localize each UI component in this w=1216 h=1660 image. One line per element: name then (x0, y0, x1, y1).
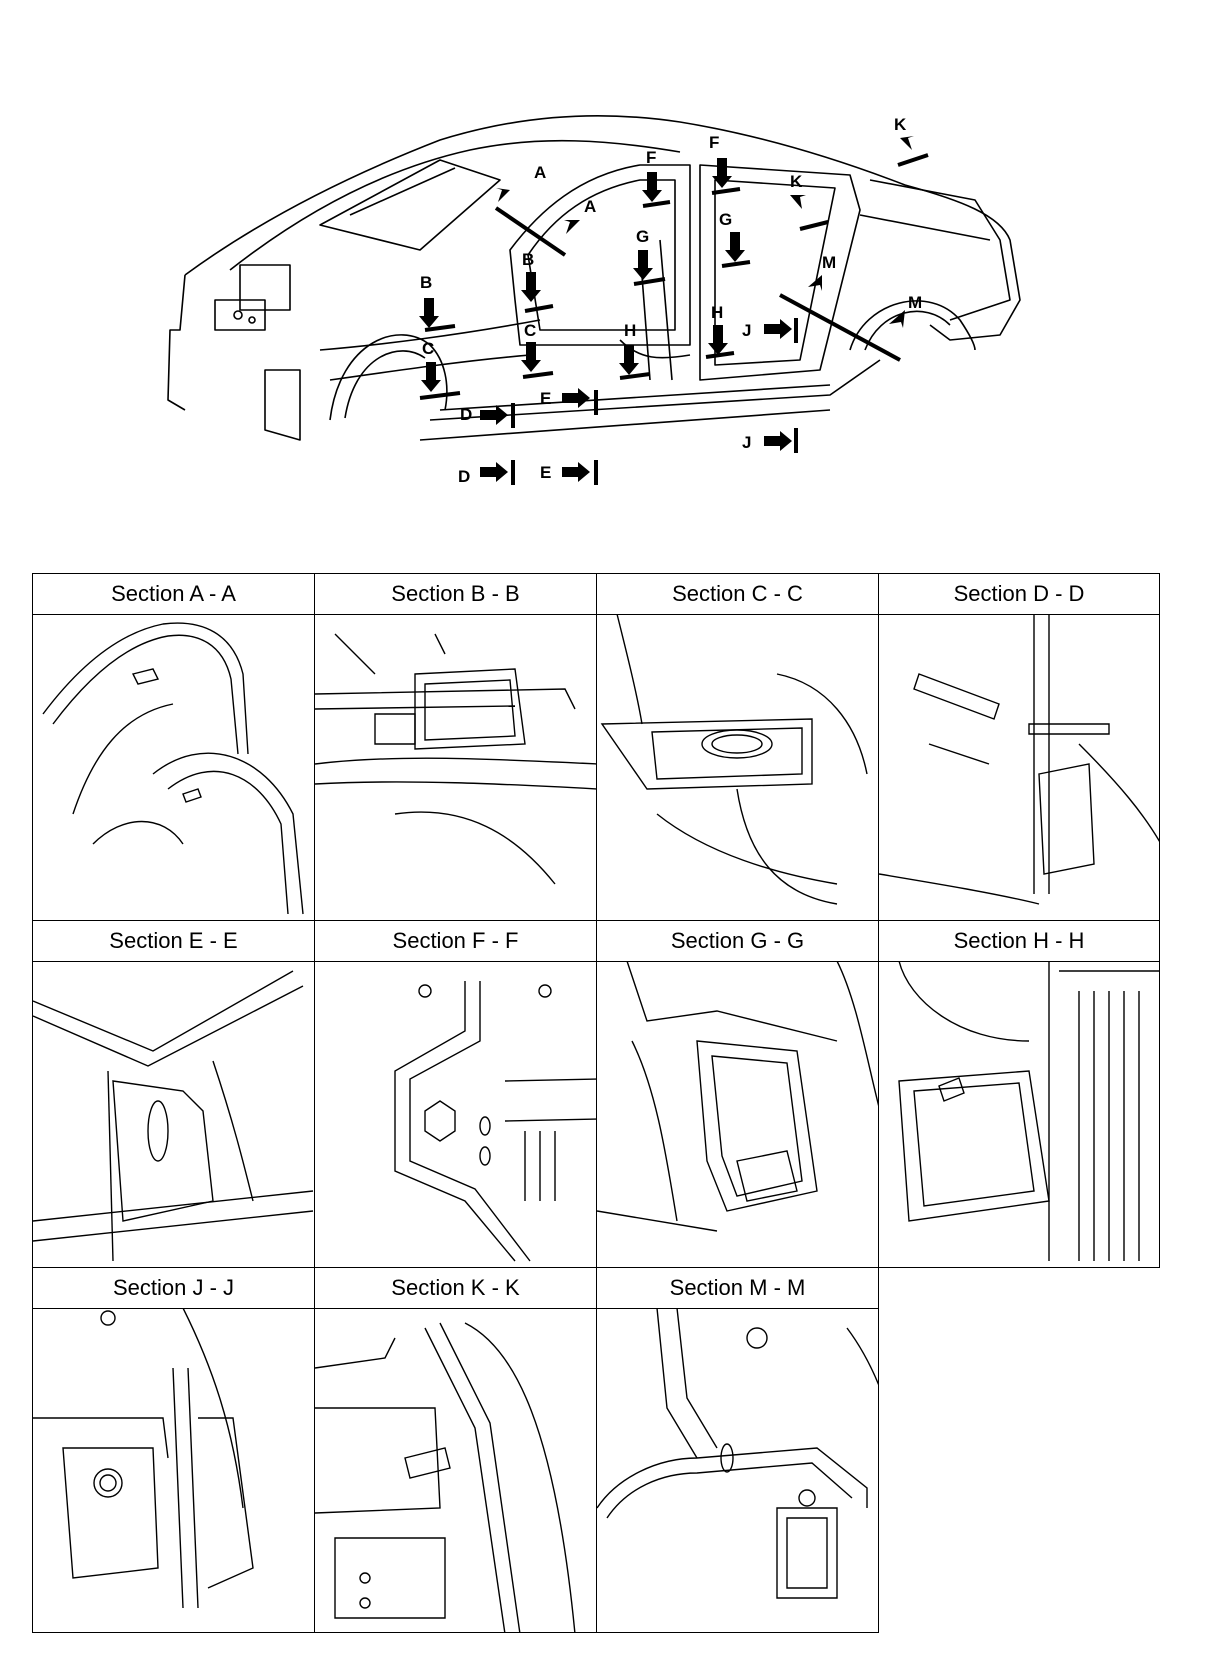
section-c-panel: Section C - C (596, 573, 879, 921)
callout-b: B (522, 250, 534, 269)
section-g-panel: Section G - G (596, 920, 879, 1268)
vehicle-body-side-illustration: A A B B C C D D E E F F G G H H J J K K … (167, 115, 1021, 486)
sill-cross-section-icon (879, 614, 1159, 920)
section-title: Section G - G (597, 921, 878, 962)
callout-c: C (422, 339, 434, 358)
section-d-panel: Section D - D (878, 573, 1160, 921)
sill-cross-section-icon (879, 961, 1159, 1267)
callout-e: E (540, 463, 551, 482)
callout-k: K (894, 115, 907, 134)
section-j-panel: Section J - J (32, 1267, 315, 1633)
callout-c: C (524, 321, 536, 340)
pillar-cross-section-icon (597, 961, 878, 1267)
callout-j: J (742, 433, 751, 452)
section-k-panel: Section K - K (314, 1267, 597, 1633)
section-m-panel: Section M - M (596, 1267, 879, 1633)
callout-f: F (709, 133, 719, 152)
callout-h: H (711, 303, 723, 322)
callout-d: D (460, 405, 472, 424)
section-title: Section C - C (597, 574, 878, 615)
sill-cross-section-icon (33, 1308, 314, 1632)
sill-cross-section-icon (315, 614, 596, 920)
callout-b: B (420, 273, 432, 292)
section-detail-grid: Section A - A Section B - B (32, 573, 1160, 1633)
callout-k: K (790, 172, 803, 191)
pillar-cross-section-icon (33, 614, 314, 920)
section-h-panel: Section H - H (878, 920, 1160, 1268)
callout-j: J (742, 321, 751, 340)
sill-cross-section-icon (33, 961, 314, 1267)
callout-d: D (458, 467, 470, 486)
callout-m: M (908, 293, 922, 312)
callout-m: M (822, 253, 836, 272)
section-title: Section H - H (879, 921, 1159, 962)
callout-f: F (646, 148, 656, 167)
section-title: Section D - D (879, 574, 1159, 615)
section-title: Section M - M (597, 1268, 878, 1309)
callout-g: G (636, 227, 649, 246)
section-title: Section A - A (33, 574, 314, 615)
section-title: Section K - K (315, 1268, 596, 1309)
pillar-cross-section-icon (315, 1308, 596, 1632)
section-a-panel: Section A - A (32, 573, 315, 921)
callout-a: A (534, 163, 546, 182)
callout-e: E (540, 389, 551, 408)
section-title: Section B - B (315, 574, 596, 615)
callout-a: A (584, 197, 596, 216)
sill-cross-section-icon (597, 614, 878, 920)
wheelhouse-cross-section-icon (597, 1308, 878, 1632)
callout-g: G (719, 210, 732, 229)
section-title: Section F - F (315, 921, 596, 962)
section-b-panel: Section B - B (314, 573, 597, 921)
section-e-panel: Section E - E (32, 920, 315, 1268)
callout-h: H (624, 321, 636, 340)
section-title: Section E - E (33, 921, 314, 962)
section-title: Section J - J (33, 1268, 314, 1309)
section-f-panel: Section F - F (314, 920, 597, 1268)
pillar-cross-section-icon (315, 961, 596, 1267)
